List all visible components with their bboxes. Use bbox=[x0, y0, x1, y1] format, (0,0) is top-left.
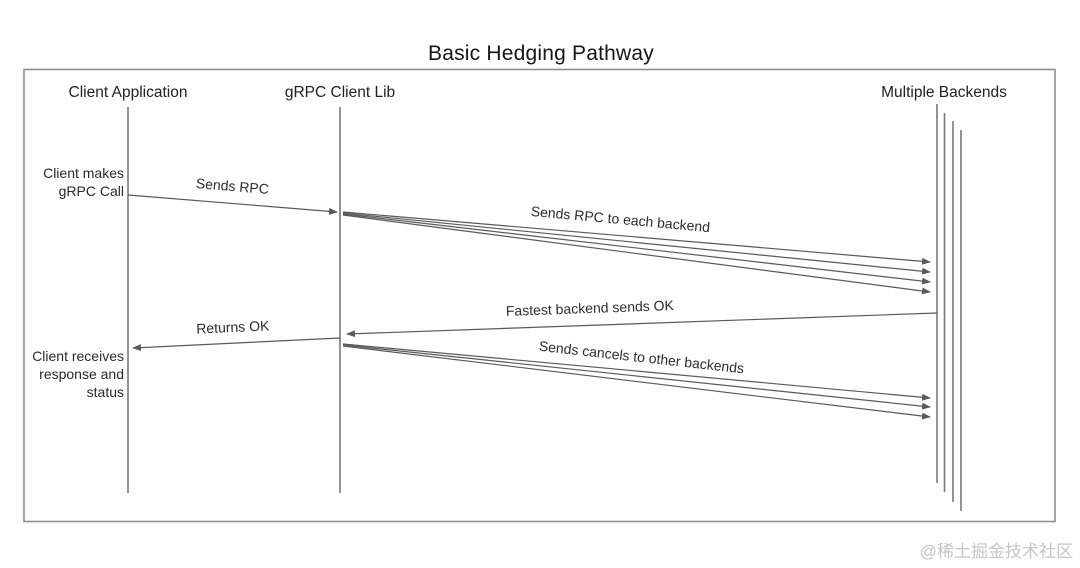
arrow-cancel-backend-3 bbox=[342, 345, 931, 420]
watermark-text: @稀土掘金技术社区 bbox=[920, 542, 1073, 561]
note-client-receives-line1: Client receives bbox=[32, 348, 124, 364]
arrow-sends-rpc-backend-4 bbox=[342, 214, 931, 295]
arrow-cancel-backend-2 bbox=[342, 344, 931, 410]
actor-label-client-application: Client Application bbox=[69, 84, 188, 101]
note-client-makes-line1: Client makes bbox=[43, 165, 124, 181]
actor-label-multiple-backends: Multiple Backends bbox=[881, 84, 1007, 101]
actor-label-grpc-client-lib: gRPC Client Lib bbox=[285, 84, 395, 101]
message-label-fastest-backend-ok: Fastest backend sends OK bbox=[506, 297, 675, 319]
message-label-sends-rpc: Sends RPC bbox=[195, 175, 269, 197]
diagram-title: Basic Hedging Pathway bbox=[428, 42, 654, 65]
arrow-fastest-backend-ok bbox=[346, 312, 938, 338]
note-client-makes-line2: gRPC Call bbox=[59, 183, 124, 199]
message-label-returns-ok: Returns OK bbox=[196, 317, 270, 336]
message-label-sends-cancels: Sends cancels to other backends bbox=[538, 338, 745, 377]
arrow-sends-rpc-backend-2 bbox=[342, 212, 931, 275]
arrow-sends-rpc-backend-3 bbox=[342, 213, 931, 285]
note-client-receives-line2: response and bbox=[39, 366, 124, 382]
note-client-receives-line3: status bbox=[87, 384, 124, 400]
arrow-sends-rpc-backend-1 bbox=[342, 211, 931, 265]
diagram-frame bbox=[23, 68, 1056, 523]
arrow-sends-rpc bbox=[127, 194, 338, 215]
arrow-cancel-backend-1 bbox=[342, 343, 931, 401]
arrow-returns-ok bbox=[132, 337, 341, 352]
